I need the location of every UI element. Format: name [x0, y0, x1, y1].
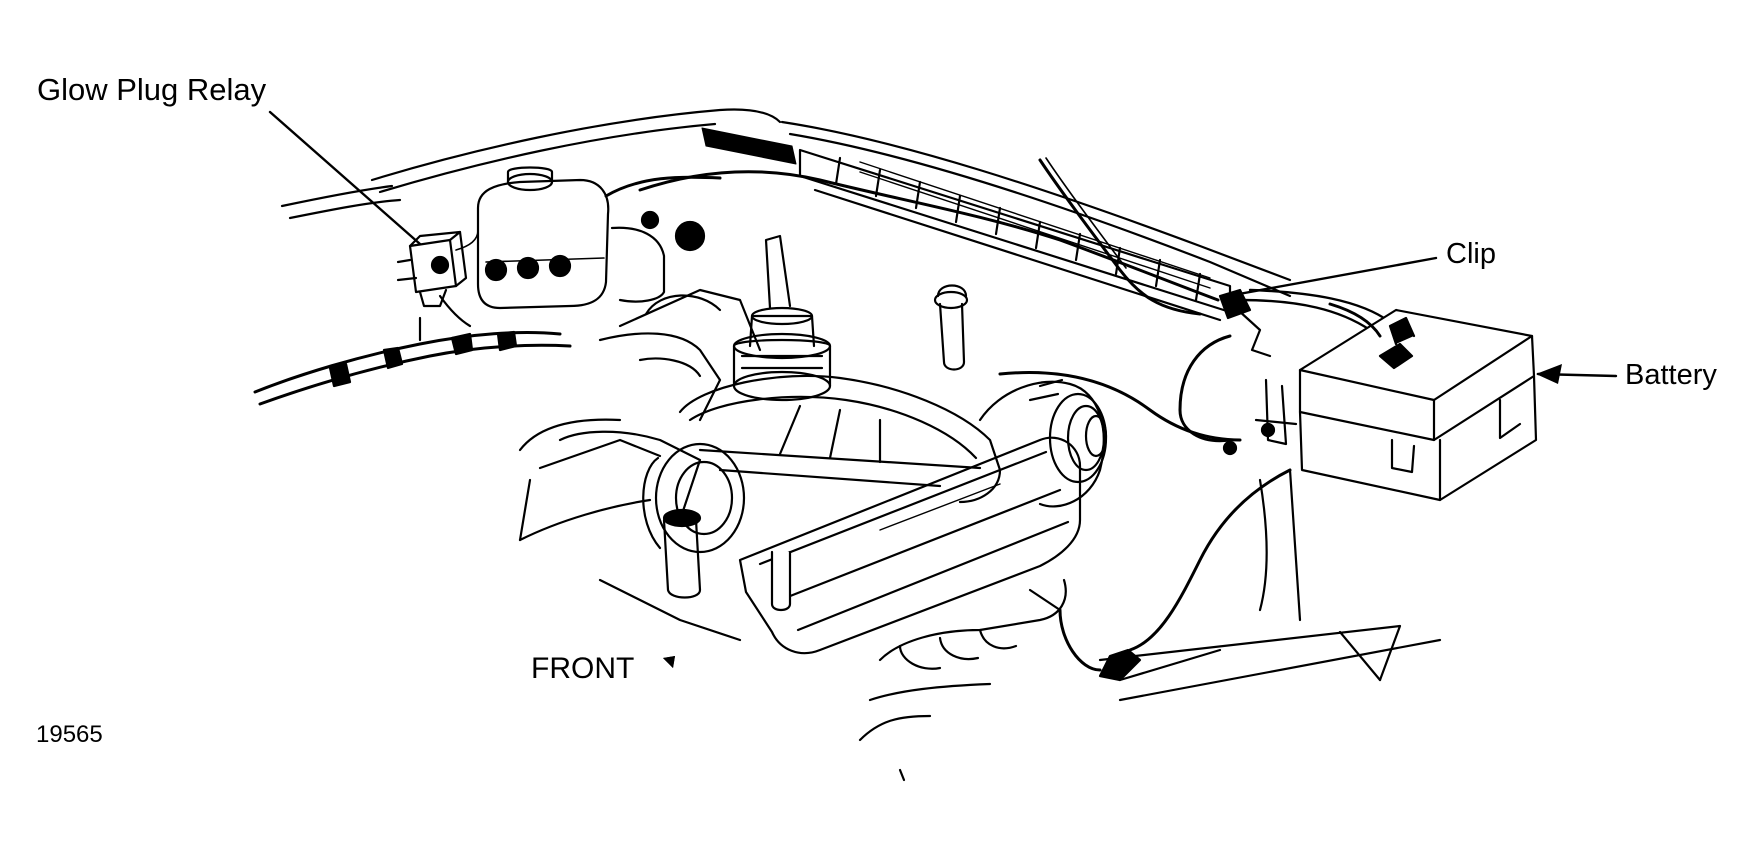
label-clip: Clip — [1446, 238, 1496, 270]
oil-filler-neck — [935, 286, 967, 370]
battery-part — [1300, 304, 1536, 500]
left-cylinder-head — [520, 290, 760, 520]
leader-clip — [1228, 258, 1436, 296]
left-harness — [255, 296, 570, 404]
glow-plug-relay-part — [398, 230, 478, 306]
label-glow-plug-relay: Glow Plug Relay — [37, 72, 267, 107]
label-front: FRONT — [531, 652, 635, 685]
left-pulley-assembly — [520, 440, 744, 640]
right-fender — [1100, 470, 1440, 700]
cowl-edges — [282, 110, 1290, 297]
right-valve-cover — [740, 438, 1080, 653]
wiring-harness-cowl — [640, 158, 1390, 330]
figure-number: 19565 — [36, 721, 103, 748]
battery-cable-lower — [1030, 470, 1290, 680]
air-intake-duct — [980, 380, 1106, 506]
brake-master-cylinder — [478, 168, 704, 309]
label-battery: Battery — [1625, 359, 1717, 391]
leader-lines — [270, 112, 1616, 384]
cowl-grille — [702, 128, 1230, 320]
battery-cable-top — [606, 177, 1240, 441]
intake-manifold — [680, 236, 1000, 502]
right-exhaust-manifold — [860, 580, 1066, 780]
battery-clip-part — [1220, 290, 1296, 454]
arrow-up-right-icon — [656, 656, 675, 675]
leader-glow-plug-relay — [270, 112, 420, 244]
arrowhead-battery — [1536, 364, 1562, 384]
